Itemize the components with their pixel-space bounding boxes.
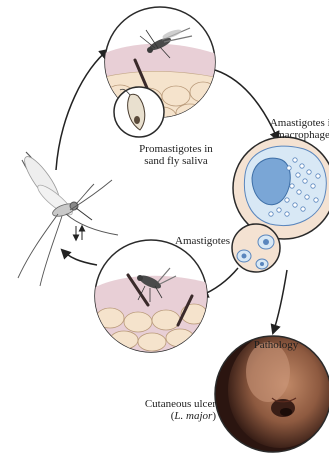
- promastigote-inset: [114, 87, 164, 137]
- label-macrophage-line2: macrophage: [262, 129, 329, 141]
- label-cutaneous-ulcer: Cutaneous ulcer (L. major): [126, 398, 216, 422]
- label-ulcer-line2: (L. major): [126, 410, 216, 422]
- ulcer-paren-close: ): [212, 410, 216, 422]
- arrow-feeding-to-mosquito: [62, 250, 97, 265]
- label-amastigotes-in-line1: Amastigotes in: [262, 117, 329, 129]
- label-ulcer-line1: Cutaneous ulcer: [126, 398, 216, 410]
- macrophage-circle: [233, 137, 329, 239]
- free-amastigotes-circle: [232, 224, 280, 272]
- label-promastigotes-line2: sand fly saliva: [126, 155, 226, 167]
- label-amastigotes: Amastigotes: [160, 235, 230, 247]
- label-amastigotes-in-macrophage: Amastigotes in macrophage: [262, 117, 329, 141]
- label-promastigotes: Promastigotes in sand fly saliva: [126, 143, 226, 167]
- arrow-mosquito-to-bite: [56, 50, 108, 170]
- sand-fly-feeding-circle: [90, 240, 215, 360]
- label-pathology: Pathology: [248, 339, 304, 351]
- label-promastigotes-line1: Promastigotes in: [126, 143, 226, 155]
- arrow-to-pathology: [273, 270, 287, 333]
- ulcer-species: L. major: [174, 410, 212, 422]
